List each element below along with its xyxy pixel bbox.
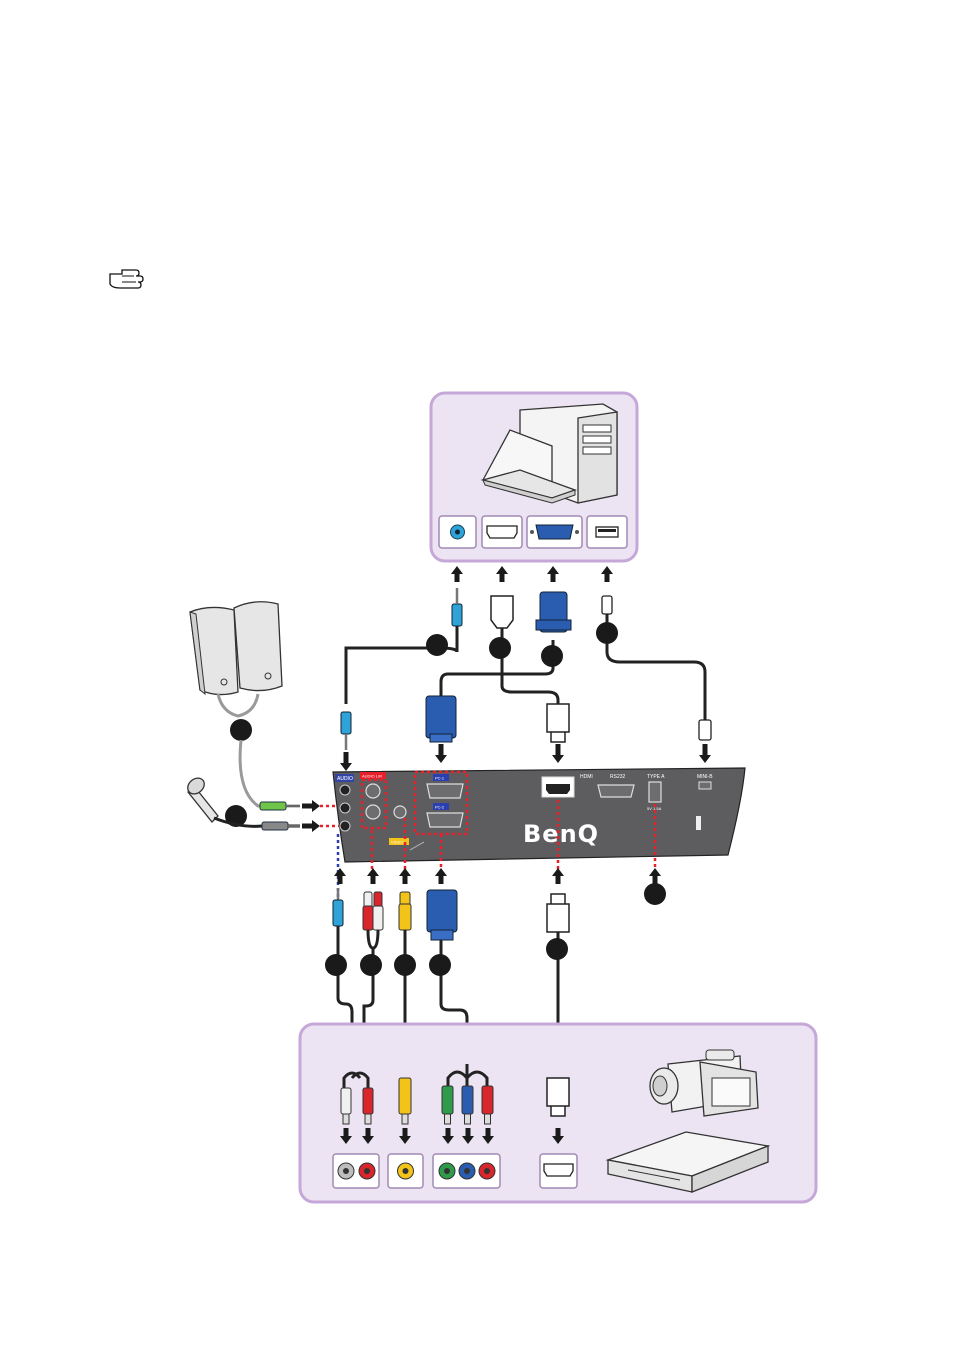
port-label-pc2: PC-2: [435, 805, 445, 810]
computer-vga-port: [526, 515, 583, 549]
projector-rear-panel: AUDIO AUDIO AUDIO L/R VIDEO PC-1 PC-2 HD…: [332, 767, 746, 863]
port-label-usb-5v: 5V 1.5A: [647, 806, 662, 811]
laptop-icon: [480, 429, 577, 504]
computer-audio-port: [438, 515, 477, 549]
arrows-from-speaker-mic: [302, 800, 320, 832]
port-label-type-a: TYPE A: [647, 774, 665, 780]
audio-cable-computer: [340, 588, 463, 750]
arrows-into-projector-top: [340, 744, 711, 771]
port-label-pc1: PC-1: [435, 776, 445, 781]
port-label-mini-b: MINI-B: [697, 774, 713, 780]
computer-usb-port: [586, 515, 628, 549]
microphone-icon: [187, 777, 247, 827]
port-label-video: VIDEO: [391, 840, 403, 845]
arrows-to-video-source: [340, 1128, 564, 1144]
computer-hdmi-port: [481, 515, 523, 549]
hdmi-cable-computer: [489, 595, 570, 743]
arrows-into-projector-bottom: [334, 868, 661, 884]
svg-text:AUDIO: AUDIO: [337, 776, 353, 782]
rca-audio-cable: [360, 891, 384, 1072]
video-source-audio-ports: [332, 1153, 380, 1189]
usb-cable-computer: [596, 595, 712, 741]
usb-service-marker: [644, 883, 666, 905]
video-source-panel: [298, 1022, 818, 1204]
audio-cable-video-source: [325, 888, 354, 1072]
port-label-audio-lr: AUDIO L/R: [362, 774, 382, 779]
arrows-to-computer: [451, 566, 613, 582]
dvd-player-icon: [605, 1131, 771, 1193]
microphone-cable: [213, 816, 300, 831]
hand-pointer-icon: [109, 269, 144, 289]
video-source-hdmi-port: [539, 1153, 578, 1189]
speakers-icon: [189, 601, 283, 741]
vga-component-cable: [426, 889, 469, 1064]
speaker-cable: [238, 739, 300, 811]
port-label-hdmi: HDMI: [580, 774, 593, 780]
computer-panel: [429, 391, 639, 563]
camcorder-icon: [649, 1049, 759, 1117]
video-source-composite-port: [387, 1153, 424, 1189]
projector-brand: BenQ: [523, 820, 599, 848]
vga-cable-computer: [425, 591, 572, 743]
video-source-component-ports: [432, 1153, 501, 1189]
port-label-rs232: RS232: [610, 774, 626, 780]
